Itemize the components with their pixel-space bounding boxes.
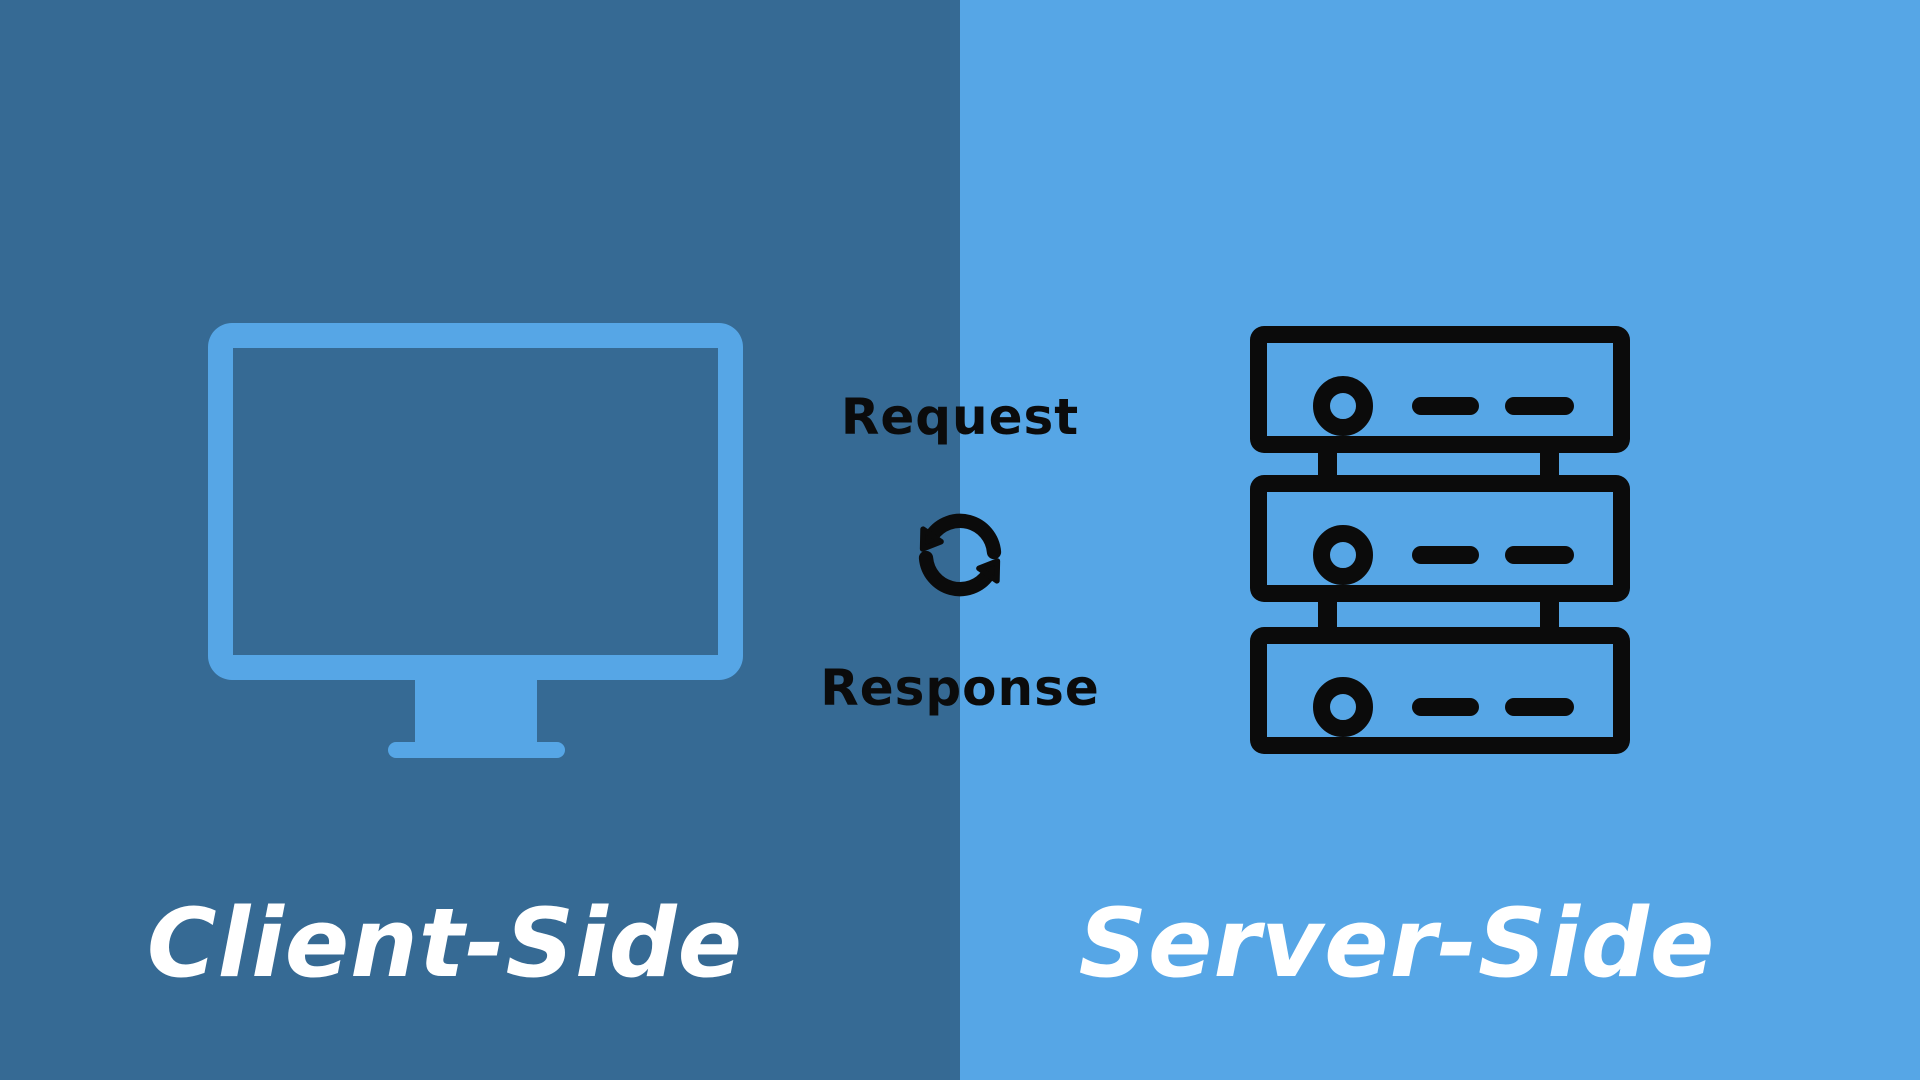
server-unit bbox=[1250, 475, 1630, 602]
monitor-stand-base bbox=[388, 742, 565, 758]
server-unit bbox=[1250, 627, 1630, 754]
server-side-panel bbox=[960, 0, 1920, 1080]
request-label: Request bbox=[840, 388, 1080, 446]
server-power-ring-icon bbox=[1313, 525, 1373, 585]
server-unit bbox=[1250, 326, 1630, 453]
response-label: Response bbox=[820, 659, 1100, 717]
server-power-ring-icon bbox=[1313, 677, 1373, 737]
monitor-screen-frame bbox=[208, 323, 743, 680]
server-connector-bar bbox=[1318, 444, 1337, 484]
server-power-ring-icon bbox=[1313, 376, 1373, 436]
server-slot-dash bbox=[1412, 546, 1479, 564]
client-side-title: Client-Side bbox=[146, 889, 744, 999]
server-side-title: Server-Side bbox=[1078, 889, 1716, 999]
sync-arrows-icon bbox=[918, 513, 1002, 597]
server-connector-bar bbox=[1318, 594, 1337, 634]
server-rack-icon bbox=[1250, 326, 1630, 754]
server-slot-dash bbox=[1412, 397, 1479, 415]
server-slot-dash bbox=[1505, 698, 1574, 716]
server-slot-dash bbox=[1505, 397, 1574, 415]
server-connector-bar bbox=[1540, 444, 1559, 484]
server-connector-bar bbox=[1540, 594, 1559, 634]
server-slot-dash bbox=[1412, 698, 1479, 716]
monitor-stand-neck bbox=[415, 676, 537, 748]
client-side-panel bbox=[0, 0, 960, 1080]
server-slot-dash bbox=[1505, 546, 1574, 564]
